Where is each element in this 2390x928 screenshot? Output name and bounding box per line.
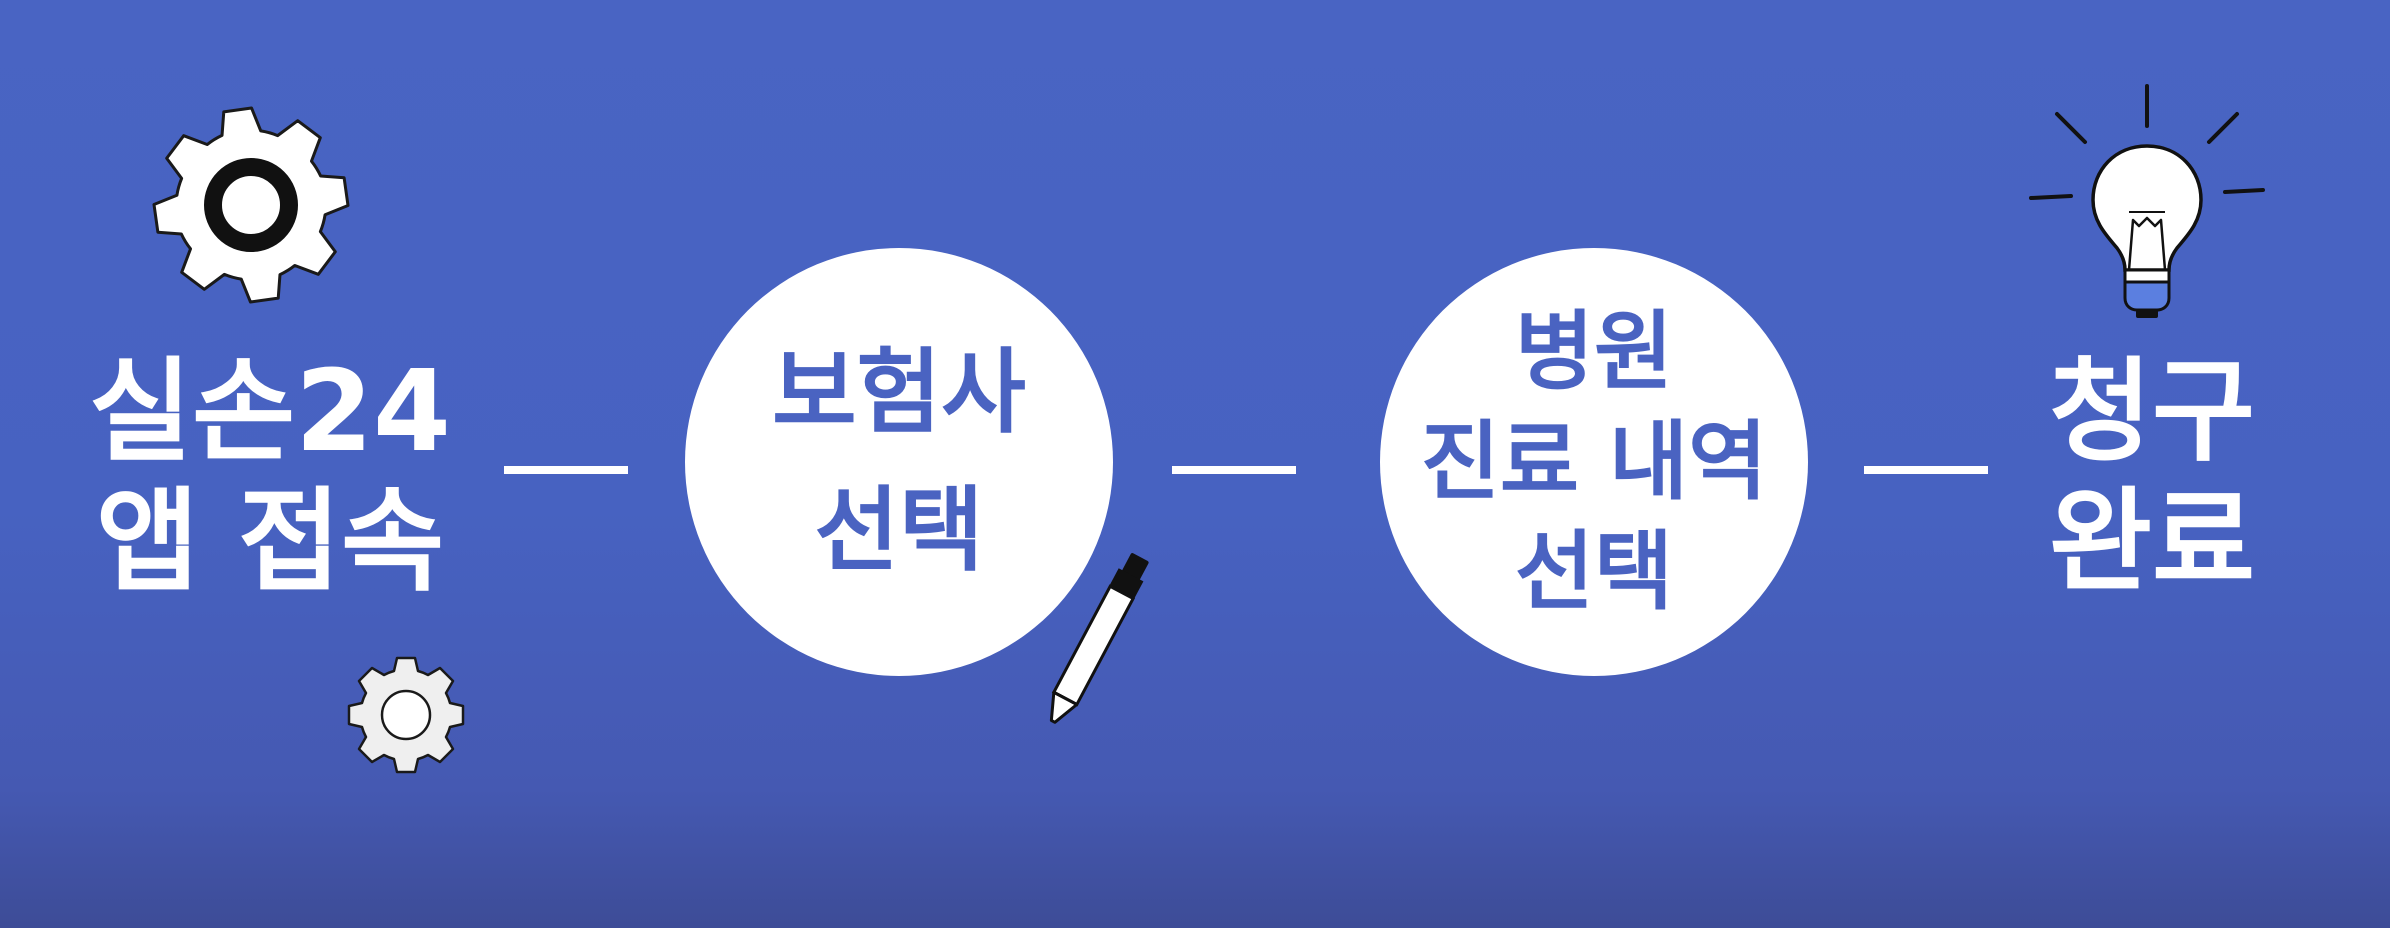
step-2-circle: 보험사 선택	[685, 248, 1113, 676]
step-4-line-1: 청구	[2048, 347, 2256, 477]
connector-line	[1172, 466, 1296, 474]
step-3-line-2: 진료 내역	[1420, 411, 1768, 512]
step-4-label: 청구 완료	[2022, 347, 2282, 608]
connector-line	[1864, 466, 1988, 474]
pen-icon	[1049, 553, 1149, 724]
step-3-circle: 병원 진료 내역 선택	[1380, 248, 1808, 676]
lightbulb-icon	[2029, 84, 2265, 318]
gear-icon	[152, 106, 350, 304]
step-1-line-2: 앱 접속	[95, 476, 445, 607]
step-3-line-1: 병원	[1514, 301, 1674, 402]
step-3-label: 병원 진료 내역 선택	[1421, 297, 1767, 627]
step-2-line-2: 선택	[814, 477, 984, 584]
step-3-line-3: 선택	[1514, 522, 1674, 623]
connector-line	[504, 466, 628, 474]
step-2-label: 보험사 선택	[772, 324, 1026, 600]
gear-icon	[347, 656, 465, 774]
step-1-label: 실손24 앱 접속	[85, 347, 455, 608]
step-4-line-2: 완료	[2048, 476, 2256, 607]
step-2-line-1: 보험사	[772, 339, 1026, 446]
step-1-line-1: 실손24	[89, 347, 451, 477]
